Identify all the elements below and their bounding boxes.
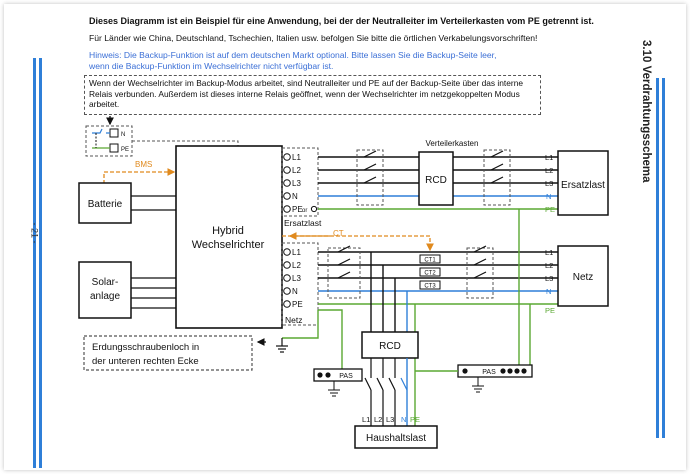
- relay-pe-contact: [109, 143, 119, 153]
- svg-text:L1: L1: [292, 248, 301, 257]
- svg-text:PE: PE: [545, 306, 555, 315]
- svg-text:L3: L3: [545, 179, 553, 188]
- inverter-box: [175, 145, 283, 329]
- left-accent-bar-2: [39, 58, 42, 468]
- svg-text:L3: L3: [545, 274, 553, 283]
- svg-text:PAS: PAS: [339, 373, 353, 380]
- grid-port-label: Netz: [285, 315, 302, 325]
- household-line-labels: L1 L2 L3 N PE: [362, 415, 420, 424]
- svg-text:CT1: CT1: [424, 258, 436, 264]
- section-title: 3.10 Verdrahtungsschema: [640, 40, 652, 183]
- svg-text:PE: PE: [292, 300, 303, 309]
- grid-box: [557, 245, 609, 307]
- right-accent-bar-1: [656, 78, 659, 438]
- svg-text:L2: L2: [292, 166, 301, 175]
- or-label: or: [302, 208, 307, 214]
- svg-text:PE: PE: [292, 205, 303, 214]
- household-load-label: Haushaltslast: [366, 433, 426, 444]
- backup-mode-note: Wenn der Wechselrichter im Backup-Modus …: [84, 75, 541, 115]
- svg-text:N: N: [546, 192, 551, 201]
- rcd-household: [361, 331, 419, 359]
- svg-text:L1: L1: [545, 153, 553, 162]
- svg-text:Erdungsschraubenloch in: Erdungsschraubenloch in: [92, 342, 199, 353]
- solar-label-2: anlage: [90, 291, 120, 302]
- svg-text:PE: PE: [410, 415, 420, 424]
- inverter-label-2: Wechselrichter: [192, 239, 265, 251]
- svg-text:L3: L3: [292, 179, 301, 188]
- grid-terminals: L1 L2 L3 N PE: [283, 248, 303, 309]
- battery-box: [78, 182, 132, 224]
- svg-text:L1: L1: [292, 153, 301, 162]
- svg-text:N: N: [546, 287, 551, 296]
- diagram-subtitle: Für Länder wie China, Deutschland, Tsche…: [89, 33, 538, 43]
- grid-line-labels: L1 L2 L3 N PE: [545, 248, 555, 315]
- svg-text:L2: L2: [292, 261, 301, 270]
- page: [4, 4, 686, 470]
- hint-line-1: Hinweis: Die Backup-Funktion ist auf dem…: [89, 50, 497, 60]
- solar-box: [78, 261, 132, 319]
- svg-text:RCD: RCD: [425, 175, 447, 186]
- backup-terminals: L1 L2 L3 N PE or: [283, 153, 318, 214]
- svg-text:L3: L3: [386, 415, 394, 424]
- svg-text:N: N: [292, 287, 298, 296]
- svg-text:L2: L2: [545, 166, 553, 175]
- pas-bar-left: PAS: [313, 368, 363, 397]
- hint-line-2: wenn die Backup-Funktion im Wechselricht…: [89, 61, 334, 71]
- backup-line-labels: L1 L2 L3 N PE: [545, 153, 555, 214]
- battery-label: Batterie: [88, 199, 123, 210]
- backup-port-label: Ersatzlast: [284, 218, 322, 228]
- relay-n-label: N: [121, 132, 125, 138]
- household-load-box: [354, 425, 438, 449]
- diagram-title: Dieses Diagramm ist ein Beispiel für ein…: [89, 16, 594, 26]
- ct-label: CT: [333, 229, 344, 238]
- rcd-backup: [418, 151, 454, 206]
- left-accent-bar-1: [33, 58, 36, 468]
- svg-text:L1: L1: [362, 415, 370, 424]
- svg-text:RCD: RCD: [379, 341, 401, 352]
- pas-bar-right: PAS: [457, 364, 533, 393]
- svg-text:PE: PE: [545, 205, 555, 214]
- backup-load-box: [557, 150, 609, 216]
- bms-label: BMS: [135, 160, 152, 169]
- backup-load-label: Ersatzlast: [561, 180, 605, 191]
- distribution-box-label: Verteilerkasten: [426, 139, 479, 148]
- svg-text:L1: L1: [545, 248, 553, 257]
- svg-text:N: N: [292, 192, 298, 201]
- svg-text:der unteren rechten Ecke: der unteren rechten Ecke: [92, 356, 199, 367]
- svg-text:CT2: CT2: [424, 271, 436, 277]
- svg-text:L2: L2: [374, 415, 382, 424]
- inverter-label-1: Hybrid: [212, 225, 244, 237]
- grid-box-label: Netz: [573, 272, 594, 283]
- ground-hole-note: [83, 335, 253, 371]
- svg-text:N: N: [401, 415, 406, 424]
- relay-pe-label: PE: [121, 147, 129, 153]
- ct-clamps: CT1 CT2 CT3: [419, 254, 441, 290]
- relay-n-contact: [109, 128, 119, 138]
- svg-text:CT3: CT3: [424, 284, 436, 290]
- svg-text:PAS: PAS: [482, 369, 496, 376]
- right-accent-bar-2: [662, 78, 665, 438]
- ground-icon: [276, 338, 288, 353]
- solar-label-1: Solar-: [92, 277, 119, 288]
- svg-text:L2: L2: [545, 261, 553, 270]
- svg-text:L3: L3: [292, 274, 301, 283]
